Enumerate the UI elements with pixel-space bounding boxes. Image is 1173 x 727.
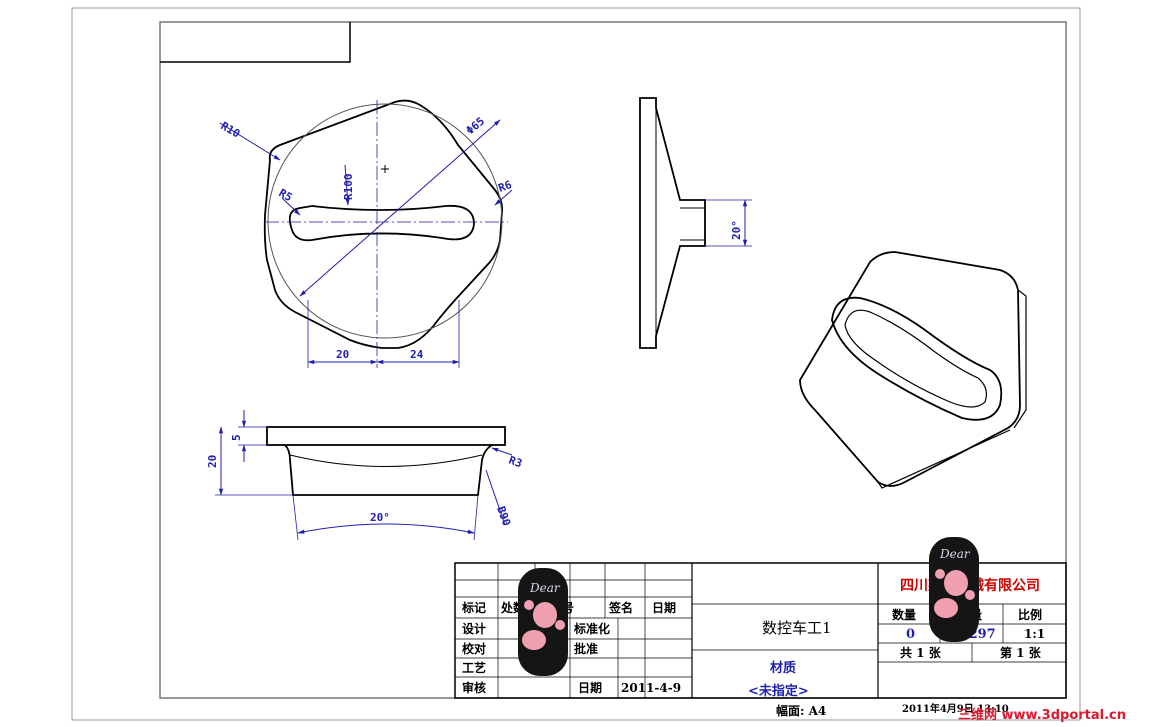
- dim-r6-leader: [494, 189, 513, 206]
- dim-angle-arc: [297, 523, 475, 534]
- iso-thickness: [1013, 289, 1027, 429]
- section-inner: [289, 454, 483, 467]
- tb-mark: 标记: [461, 600, 486, 615]
- sheet-no: 第 1 张: [1000, 645, 1042, 660]
- front-view: R10 Φ65 R100 R5 R6 20 24: [219, 99, 514, 368]
- dim-r10: R10: [219, 119, 243, 140]
- iso-bottom-edge: [877, 429, 1011, 489]
- tb-review: 审核: [462, 680, 486, 695]
- tb-date-label: 日期: [578, 680, 602, 695]
- dim-dia65-line: [299, 119, 501, 297]
- ext-angle-right: [473, 494, 479, 541]
- nail-overlay-left: Dear: [518, 568, 568, 676]
- dim-r5-leader: [281, 197, 301, 216]
- side-outline: [639, 97, 706, 349]
- tb-sign: 签名: [608, 600, 633, 615]
- dim-side-20deg: 20°: [730, 220, 743, 240]
- footer-date: 2011年4月9日 13:10: [902, 702, 1009, 715]
- tb-design: 设计: [462, 621, 486, 636]
- ext-angle-left: [292, 494, 299, 541]
- nail-overlay-right: Dear: [929, 537, 979, 642]
- dim-r3: R3: [507, 454, 524, 471]
- side-view: 20°: [639, 97, 752, 349]
- section-view: 5 20 R3 20° B90: [206, 410, 524, 541]
- front-slot: [288, 204, 475, 242]
- dim-r6: R6: [497, 178, 514, 195]
- nail-text-right: Dear: [939, 547, 971, 561]
- total-sheets: 共 1 张: [900, 645, 942, 660]
- section-body: [284, 444, 493, 496]
- tb-std: 标准化: [573, 621, 610, 636]
- dim-b90: B90: [494, 505, 513, 528]
- sheet-size: 幅面: A4: [776, 703, 826, 718]
- dim-b90-line: [485, 469, 506, 526]
- tb-process: 工艺: [462, 660, 486, 675]
- front-outline: [263, 99, 504, 349]
- qty-value: 0: [906, 627, 915, 642]
- tb-date-value: 2011-4-9: [621, 681, 681, 695]
- scale-label: 比例: [1018, 607, 1042, 622]
- dim-r100-leader: [344, 164, 350, 206]
- nail-text-left: Dear: [529, 581, 561, 595]
- iso-slot-inner: [844, 309, 988, 408]
- tb-approve: 批准: [574, 641, 598, 656]
- watermark: 三维网 www.3dportal.cn: [958, 707, 1126, 723]
- dim-r5: R5: [277, 186, 295, 204]
- qty-label: 数量: [892, 607, 916, 622]
- iso-slot-outer: [831, 296, 1003, 421]
- section-ext: [215, 426, 293, 496]
- dim-24: 24: [410, 348, 424, 361]
- scale-value: 1:1: [1024, 627, 1045, 641]
- part-name: 数控车工1: [762, 619, 832, 637]
- drawing-number-box: [160, 22, 351, 63]
- section-flange: [266, 426, 506, 446]
- material-label: 材质: [770, 660, 796, 676]
- pitch-circle: [267, 103, 503, 339]
- dim-r3-leader: [491, 447, 513, 456]
- dim-20: 20: [336, 348, 349, 361]
- tb-date: 日期: [652, 600, 676, 615]
- material-value: <未指定>: [748, 683, 809, 699]
- outer-frame: [71, 7, 1081, 721]
- title-block: [454, 562, 1067, 699]
- isometric-view: [799, 251, 1027, 489]
- dim-5: 5: [230, 434, 243, 441]
- dim-angle-20: 20°: [370, 511, 390, 524]
- iso-outline: [799, 251, 1021, 487]
- dim-r10-leader: [219, 122, 281, 161]
- dim-20-v: 20: [206, 455, 219, 468]
- dim-r100: R100: [342, 174, 355, 201]
- center-mark: [381, 165, 389, 173]
- tb-check: 校对: [462, 641, 486, 656]
